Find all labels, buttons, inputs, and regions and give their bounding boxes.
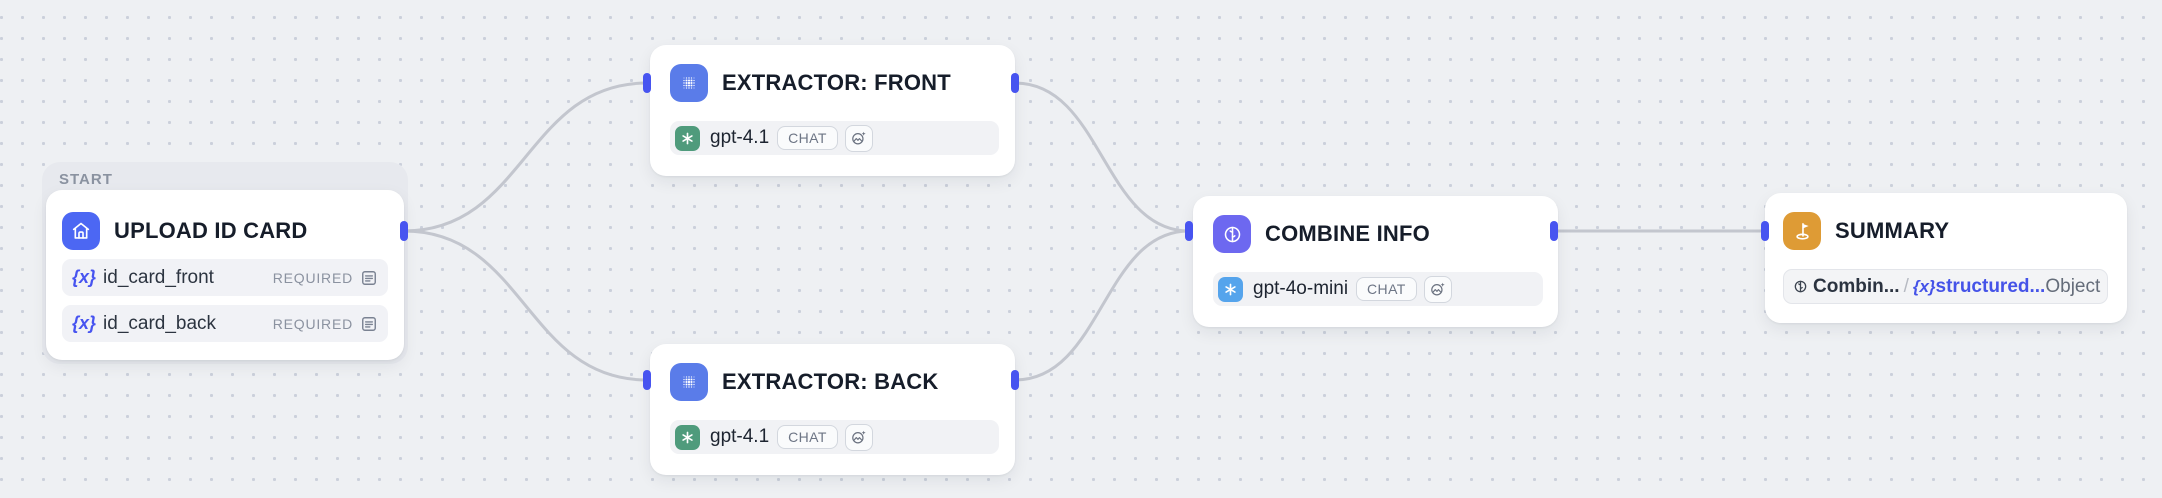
variable-token: {x}: [72, 313, 97, 333]
output-handle-combine[interactable]: [1550, 221, 1558, 241]
required-badge: REQUIRED: [272, 269, 353, 286]
brain-icon-small: [1792, 278, 1809, 295]
node-title: SUMMARY: [1835, 218, 1950, 243]
reference-variable: structured...: [1935, 275, 2046, 297]
model-row[interactable]: gpt-4.1 CHAT: [670, 121, 999, 155]
model-row[interactable]: gpt-4.1 CHAT: [670, 420, 999, 454]
variable-token: {x}: [1912, 276, 1936, 296]
brain-icon: [1213, 215, 1251, 253]
input-field-id-card-front[interactable]: {x} id_card_front REQUIRED: [62, 259, 388, 296]
output-handle-extractor-front[interactable]: [1011, 73, 1019, 93]
chat-mode-badge: CHAT: [777, 126, 838, 150]
output-handle-upload[interactable]: [400, 221, 408, 241]
model-row[interactable]: gpt-4o-mini CHAT: [1213, 272, 1543, 306]
model-name: gpt-4.1: [710, 426, 770, 447]
edge-upload-to-back[interactable]: [402, 229, 649, 382]
edge-front-to-combine[interactable]: [1013, 81, 1191, 233]
start-group-label: START: [59, 171, 113, 188]
extractor-matrix-icon: [670, 363, 708, 401]
reference-separator: /: [1903, 275, 1909, 297]
node-extractor-back[interactable]: EXTRACTOR: BACK gpt-4.1 CHAT: [650, 344, 1015, 475]
field-name: id_card_back: [103, 312, 217, 334]
form-lines-icon: [359, 314, 379, 334]
image-sparkle-icon[interactable]: [1423, 275, 1452, 303]
output-reference-row[interactable]: Combin... / {x} structured... Object: [1783, 269, 2108, 304]
form-lines-icon: [359, 268, 379, 288]
home-icon: [62, 212, 100, 250]
input-handle-summary[interactable]: [1761, 221, 1769, 241]
chat-mode-badge: CHAT: [1356, 277, 1417, 301]
node-summary[interactable]: SUMMARY Combin... / {x} structured... Ob…: [1765, 193, 2127, 323]
edge-back-to-combine[interactable]: [1013, 229, 1191, 382]
node-title: UPLOAD ID CARD: [114, 218, 308, 243]
node-title: EXTRACTOR: FRONT: [722, 70, 951, 95]
output-handle-extractor-back[interactable]: [1011, 370, 1019, 390]
input-field-id-card-back[interactable]: {x} id_card_back REQUIRED: [62, 305, 388, 342]
flag-icon: [1783, 212, 1821, 250]
input-handle-extractor-back[interactable]: [643, 370, 651, 390]
image-sparkle-icon[interactable]: [844, 423, 873, 451]
node-extractor-front[interactable]: EXTRACTOR: FRONT gpt-4.1 CHAT: [650, 45, 1015, 176]
input-handle-extractor-front[interactable]: [643, 73, 651, 93]
openai-icon: [675, 424, 700, 450]
field-name: id_card_front: [103, 266, 214, 288]
node-title: EXTRACTOR: BACK: [722, 369, 939, 394]
reference-source: Combin...: [1813, 275, 1900, 297]
openai-icon: [675, 125, 700, 151]
required-badge: REQUIRED: [272, 315, 353, 332]
variable-token: {x}: [72, 267, 97, 287]
node-title: COMBINE INFO: [1265, 221, 1430, 246]
image-sparkle-icon[interactable]: [844, 124, 873, 152]
reference-type: Object: [2045, 275, 2101, 297]
input-handle-combine[interactable]: [1185, 221, 1193, 241]
model-name: gpt-4.1: [710, 127, 770, 148]
model-name: gpt-4o-mini: [1253, 278, 1349, 299]
chat-mode-badge: CHAT: [777, 425, 838, 449]
node-upload-id-card[interactable]: UPLOAD ID CARD {x} id_card_front REQUIRE…: [46, 190, 404, 360]
edge-upload-to-front[interactable]: [402, 81, 649, 233]
openai-icon: [1218, 276, 1243, 302]
start-group[interactable]: START UPLOAD ID CARD {x} id_card_front R…: [42, 162, 408, 364]
node-combine-info[interactable]: COMBINE INFO gpt-4o-mini CHAT: [1193, 196, 1558, 327]
extractor-matrix-icon: [670, 64, 708, 102]
